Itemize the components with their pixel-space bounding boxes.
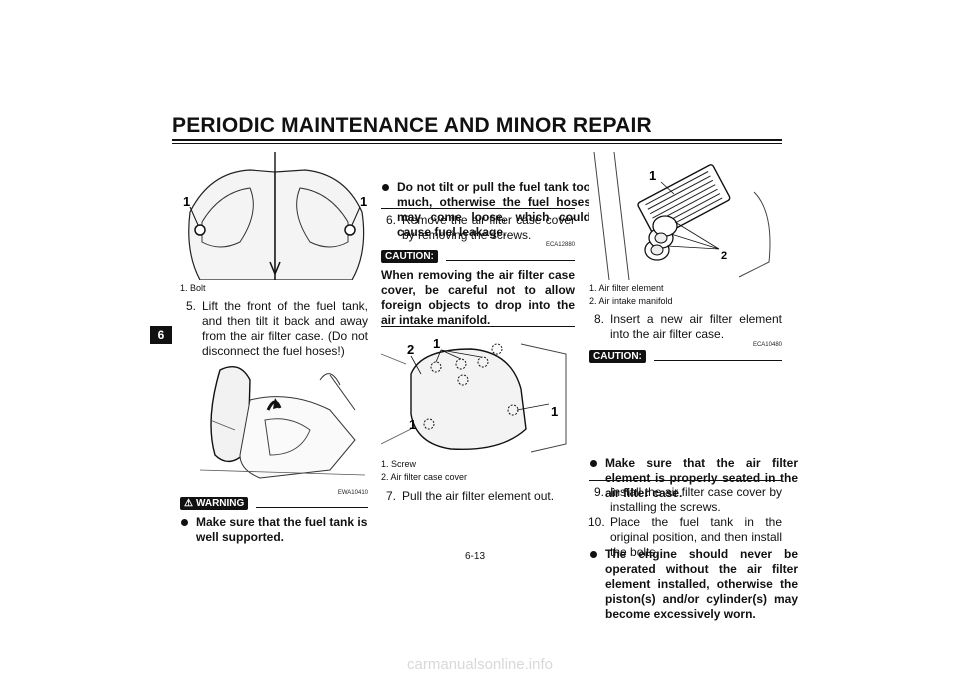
warning-notice: ⚠ WARNING xyxy=(180,497,368,510)
bullet-icon xyxy=(181,519,188,526)
step-text: Remove the air filter case cover by remo… xyxy=(402,213,575,242)
step-text: Place the fuel tank in the original posi… xyxy=(610,515,782,559)
caution-code: ECA10480 xyxy=(752,342,782,348)
callout-1-screw-right: 1 xyxy=(551,404,558,419)
step-number: 7. xyxy=(386,489,397,503)
caution-badge: CAUTION: xyxy=(589,350,646,363)
step-number: 9. xyxy=(594,485,605,499)
bullet-icon xyxy=(382,184,389,191)
step-text: Install the air filter case cover by ins… xyxy=(610,485,782,514)
step-number: 10. xyxy=(588,515,605,529)
callout-1-screw-left: 1 xyxy=(409,417,416,432)
caution-bullet-engine: The engine should never be operated with… xyxy=(589,547,798,622)
bullet-icon xyxy=(590,460,597,467)
step-text: Lift the front of the fuel tank, and the… xyxy=(202,299,368,358)
warning-code: EWA10410 xyxy=(337,490,368,496)
figure-air-filter-element: 1 2 xyxy=(589,152,781,280)
chapter-tab: 6 xyxy=(150,326,172,344)
notice-end-rule xyxy=(381,208,575,209)
warning-bullet: Make sure that the fuel tank is well sup… xyxy=(180,515,384,545)
caution-rule xyxy=(445,260,575,261)
caution-text: When removing the air filter case cover,… xyxy=(381,268,575,327)
step-number: 6. xyxy=(386,213,397,227)
caution-bullet-seated: Make sure that the air filter element is… xyxy=(589,456,798,501)
caution-rule xyxy=(653,360,782,361)
warning-badge: ⚠ WARNING xyxy=(180,497,249,510)
step-text: Pull the air filter element out. xyxy=(402,489,555,503)
callout-2-manifold: 2 xyxy=(721,250,727,262)
header-rule-thin xyxy=(172,143,782,144)
figure-caption: 1. Bolt xyxy=(180,283,206,293)
figure-tilted-fuel-tank xyxy=(180,360,370,484)
callout-2-cover: 2 xyxy=(407,342,414,357)
callout-1-screw-top: 1 xyxy=(433,336,440,351)
step-10: 10. Place the fuel tank in the original … xyxy=(588,515,782,560)
notice-end-rule xyxy=(589,480,782,481)
bullet-icon xyxy=(590,551,597,558)
callout-1-filter: 1 xyxy=(649,168,656,183)
figure-air-filter-case-cover: 2 1 1 1 xyxy=(381,334,571,456)
caution-badge: CAUTION: xyxy=(381,250,438,263)
callout-1-left: 1 xyxy=(183,194,190,209)
step-number: 8. xyxy=(594,312,605,326)
step-5: 5. Lift the front of the fuel tank, and … xyxy=(186,299,368,359)
step-number: 5. xyxy=(186,299,197,313)
figure-fuel-tank-bolts: 1 1 xyxy=(180,152,370,280)
notice-end-rule xyxy=(381,326,575,327)
callout-1-right: 1 xyxy=(360,194,367,209)
caution-code: ECA12880 xyxy=(545,242,575,248)
warning-rule xyxy=(256,507,368,508)
figure-caption-line-2: 2. Air filter case cover xyxy=(381,472,468,482)
step-8: 8. Insert a new air filter element into … xyxy=(594,312,782,342)
figure-caption-line-2: 2. Air intake manifold xyxy=(589,296,673,306)
caution-bullet-fuel: Do not tilt or pull the fuel tank too mu… xyxy=(381,180,591,240)
step-9: 9. Install the air filter case cover by … xyxy=(594,485,782,515)
page-title: PERIODIC MAINTENANCE AND MINOR REPAIR xyxy=(172,114,652,137)
step-6: 6. Remove the air filter case cover by r… xyxy=(386,213,575,243)
header-rule xyxy=(172,139,782,141)
caution-notice: CAUTION: xyxy=(589,350,782,363)
page-number: 6-13 xyxy=(465,551,486,562)
caution-notice: CAUTION: xyxy=(381,250,575,263)
warning-triangle-icon: ⚠ xyxy=(184,498,193,509)
figure-caption-line-1: 1. Screw xyxy=(381,459,417,469)
watermark: carmanualsonline.info xyxy=(407,656,553,673)
step-7: 7. Pull the air filter element out. xyxy=(386,489,575,504)
figure-caption-line-1: 1. Air filter element xyxy=(589,283,664,293)
step-text: Insert a new air filter element into the… xyxy=(610,312,782,341)
